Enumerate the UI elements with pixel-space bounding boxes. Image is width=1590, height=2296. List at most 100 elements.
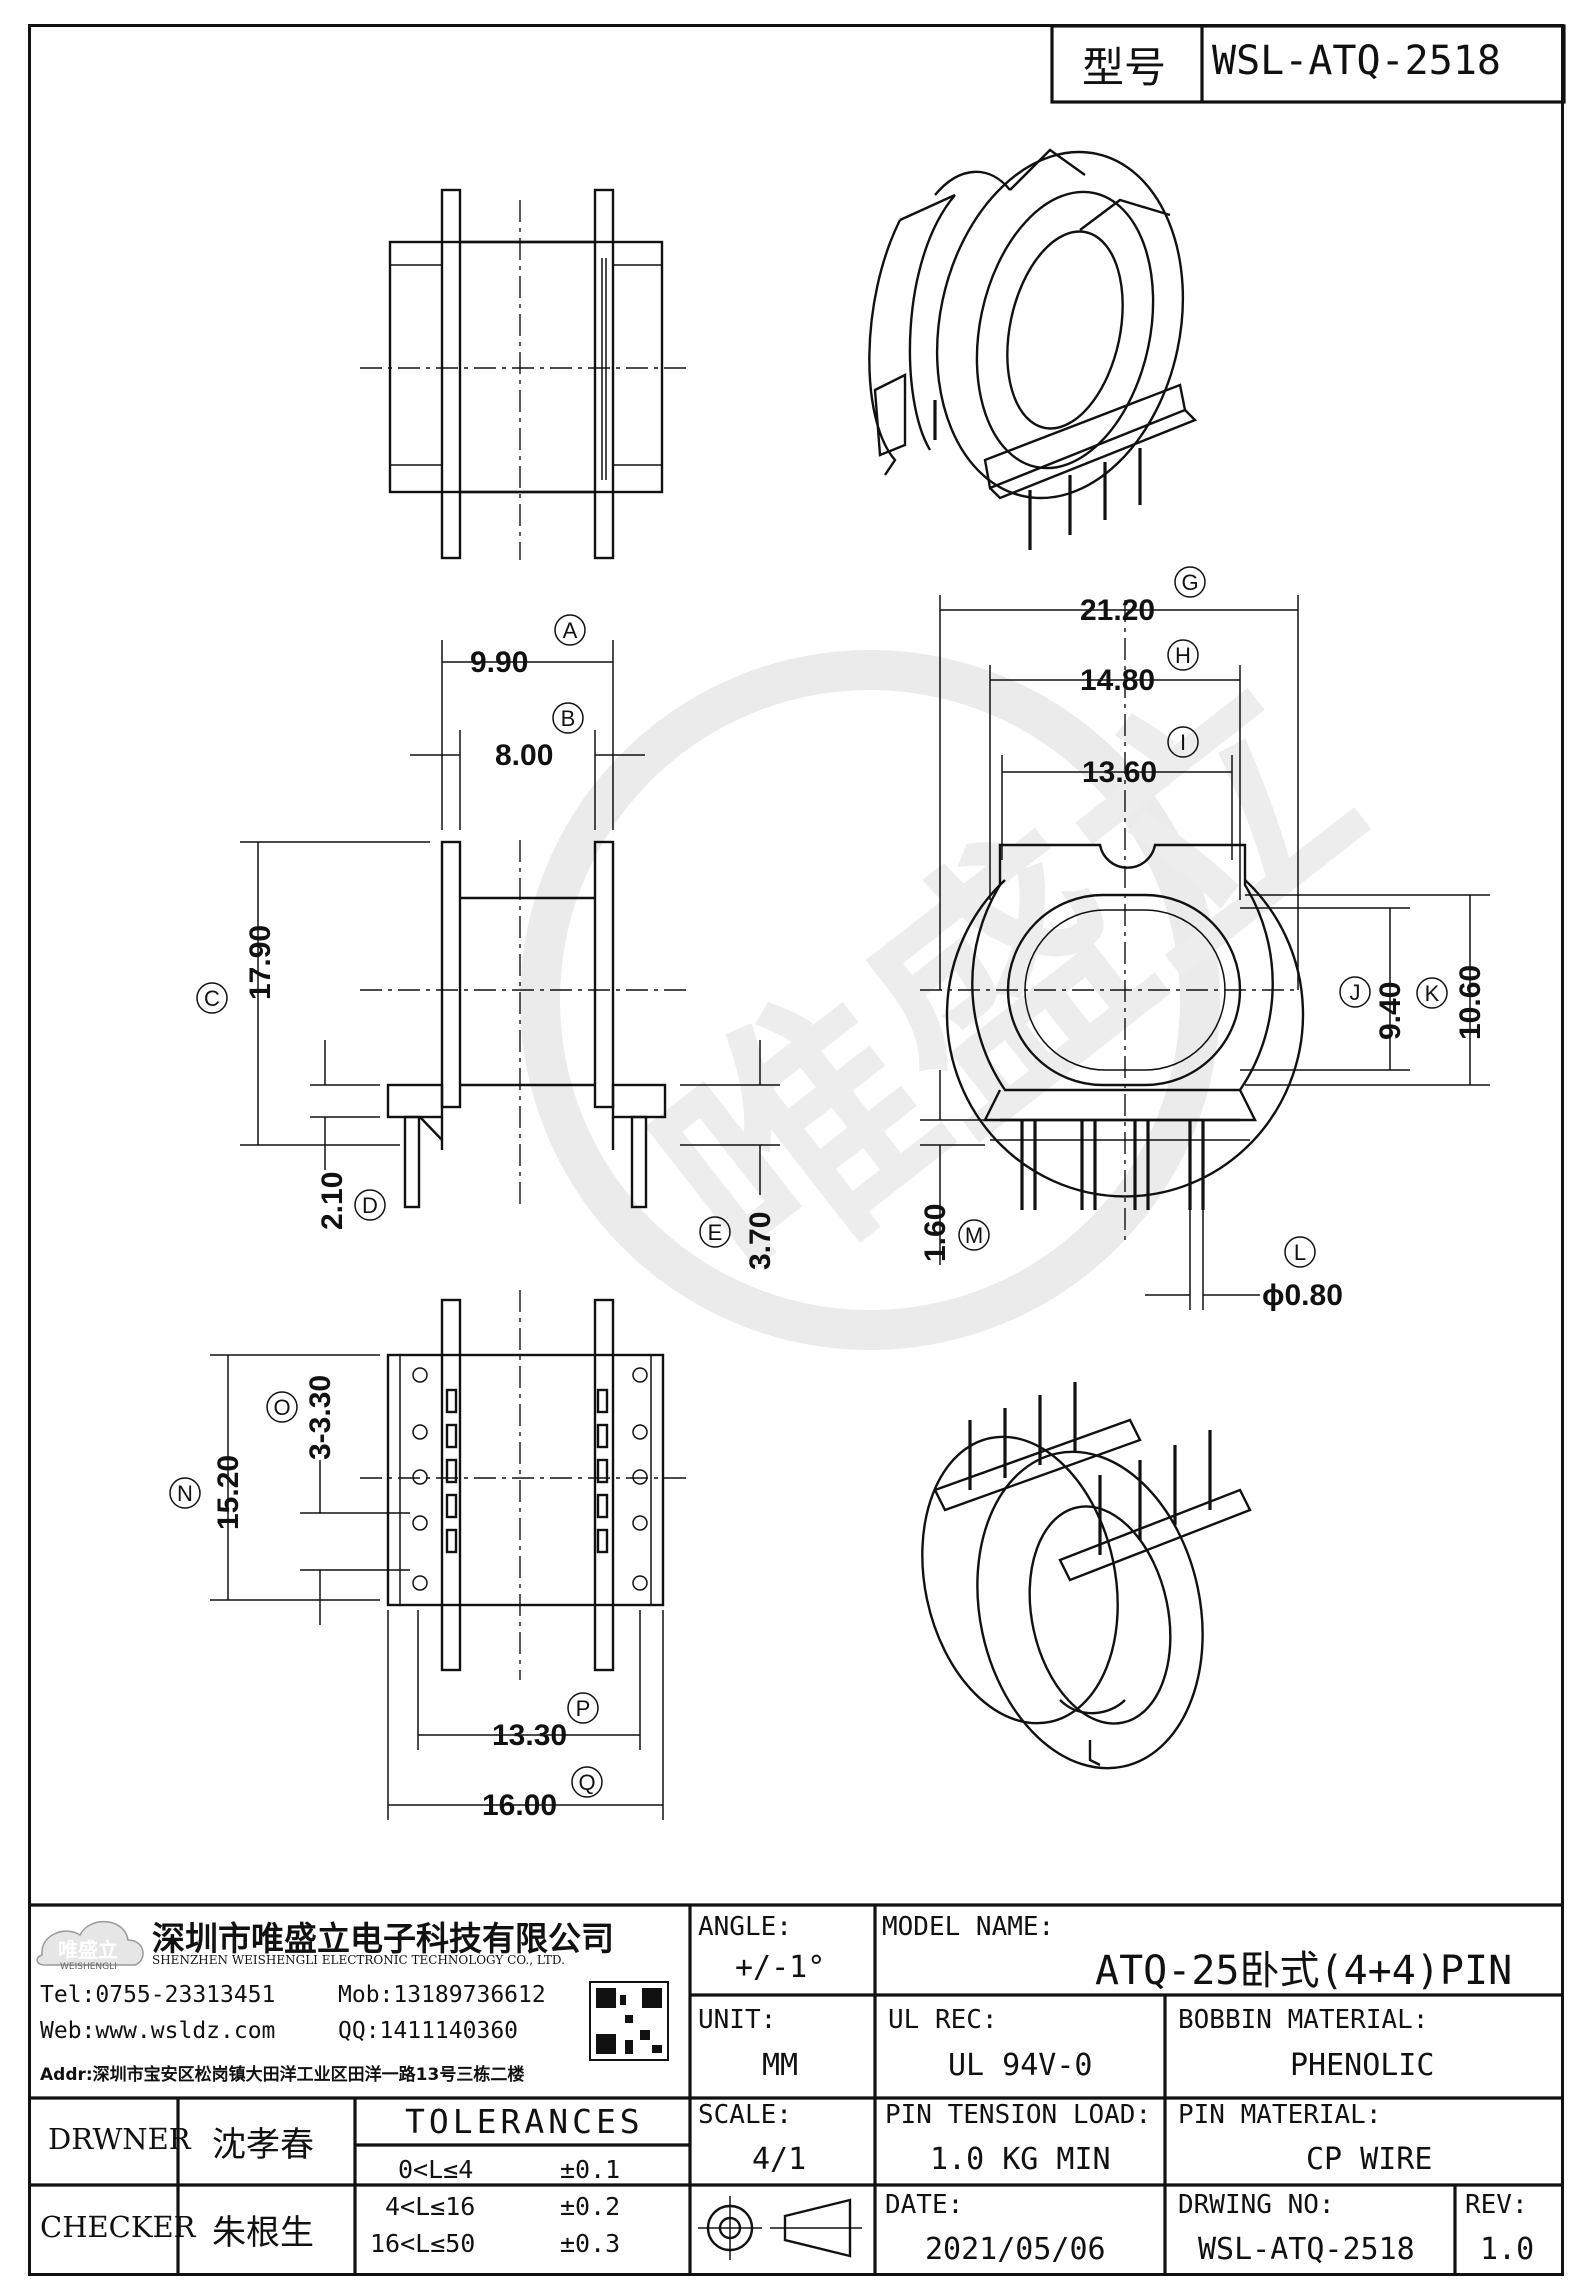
dim-id-n: N: [177, 1481, 193, 1506]
rev-value: 1.0: [1480, 2232, 1535, 2267]
drawer-value: 沈孝春: [212, 2125, 314, 2165]
dim-marker-i: [1167, 726, 1199, 758]
bobbin-label: BOBBIN MATERIAL:: [1178, 2005, 1429, 2035]
dim-value-b: 8.00: [495, 739, 553, 772]
type-label: 型号: [1082, 43, 1167, 92]
company-name-en: SHENZHEN WEISHENGLI ELECTRONIC TECHNOLOG…: [152, 1953, 565, 1967]
dim-marker-p: [567, 1692, 599, 1724]
dim-id-d: D: [362, 1193, 378, 1218]
dim-value-o: 3-3.30: [304, 1375, 337, 1460]
ul-value: UL 94V-0: [948, 2048, 1093, 2083]
dim-value-c: 17.90: [244, 925, 277, 1000]
dim-marker-c: [196, 982, 228, 1014]
bottom-view: [210, 1290, 690, 1820]
drwing-value: WSL-ATQ-2518: [1198, 2232, 1415, 2267]
dim-marker-d: [354, 1189, 386, 1221]
company-qq: QQ:1411140360: [338, 2018, 519, 2044]
model-label: MODEL NAME:: [882, 1912, 1055, 1942]
dim-value-d: 2.10: [316, 1172, 349, 1230]
dim-value-h: 14.80: [1080, 664, 1155, 697]
date-value: 2021/05/06: [925, 2232, 1106, 2267]
dim-marker-b: [552, 702, 584, 734]
company-web: Web:www.wsldz.com: [40, 2018, 276, 2044]
dim-id-m: M: [965, 1223, 983, 1248]
dim-id-l: L: [1294, 1240, 1306, 1265]
dim-value-l: ϕ0.80: [1262, 1279, 1343, 1312]
tol-row-1-tol: ±0.1: [560, 2155, 621, 2184]
dim-value-m: 1.60: [919, 1204, 952, 1262]
drwing-label: DRWING NO:: [1178, 2190, 1335, 2220]
dim-marker-h: [1167, 639, 1199, 671]
top-view: [360, 188, 690, 560]
pin-material-value: CP WIRE: [1306, 2142, 1433, 2177]
dim-marker-n: [169, 1477, 201, 1509]
tol-row-2-tol: ±0.2: [560, 2192, 621, 2221]
dim-id-o: O: [273, 1395, 290, 1420]
pin-tension-label: PIN TENSION LOAD:: [885, 2100, 1152, 2130]
type-value: WSL-ATQ-2518: [1212, 38, 1501, 84]
type-box: [1050, 24, 1566, 104]
dim-id-e: E: [708, 1220, 723, 1245]
dim-marker-j: [1339, 976, 1371, 1008]
tol-row-3-tol: ±0.3: [560, 2229, 621, 2258]
dim-id-p: P: [576, 1696, 591, 1721]
company-name-cn: 深圳市唯盛立电子科技有限公司: [152, 1919, 614, 1958]
company-logo-icon: [36, 1920, 144, 1966]
date-label: DATE:: [885, 2190, 964, 2220]
ul-label: UL REC:: [888, 2005, 998, 2035]
dim-id-a: A: [563, 618, 578, 643]
dim-marker-g: [1174, 566, 1206, 598]
dim-id-j: J: [1350, 980, 1361, 1005]
checker-label: CHECKER: [40, 2210, 196, 2244]
dim-marker-l: [1284, 1236, 1316, 1268]
drawing-sheet: [28, 24, 1564, 2276]
company-mob: Mob:13189736612: [338, 1982, 546, 2008]
dim-value-j: 9.40: [1374, 982, 1407, 1040]
dim-id-c: C: [204, 986, 220, 1011]
scale-value: 4/1: [752, 2142, 807, 2177]
front-view: [240, 640, 780, 1210]
dim-value-p: 13.30: [492, 1719, 567, 1752]
tol-row-1-range: 0<L≤4: [398, 2155, 474, 2184]
dim-marker-a: [554, 614, 586, 646]
dim-marker-m: [958, 1219, 990, 1251]
bobbin-value: PHENOLIC: [1290, 2048, 1435, 2083]
dim-marker-e: [699, 1216, 731, 1248]
unit-label: UNIT:: [698, 2005, 777, 2035]
dim-id-k: K: [1425, 981, 1440, 1006]
tol-row-2-range: 4<L≤16: [385, 2192, 476, 2221]
tolerances-label: TOLERANCES: [405, 2102, 644, 2141]
side-view: [920, 595, 1490, 1310]
title-block-grid: [28, 1903, 1564, 2276]
model-value: ATQ-25卧式(4+4)PIN: [1095, 1948, 1513, 1994]
projection-symbol-icon: [698, 2196, 862, 2260]
company-tel: Tel:0755-23313451: [40, 1982, 276, 2008]
dim-value-a: 9.90: [470, 646, 528, 679]
company-addr: Addr:深圳市宝安区松岗镇大田洋工业区田洋一路13号三栋二楼: [40, 2065, 525, 2085]
dim-marker-o: [266, 1391, 298, 1423]
dim-value-q: 16.00: [482, 1789, 557, 1822]
pin-tension-value: 1.0 KG MIN: [930, 2142, 1111, 2177]
checker-value: 朱根生: [212, 2213, 314, 2253]
dim-value-e: 3.70: [744, 1212, 777, 1270]
dim-id-g: G: [1181, 570, 1198, 595]
iso-view-top: [868, 148, 1198, 550]
qr-code-icon: [589, 1981, 669, 2061]
dim-marker-q: [571, 1766, 603, 1798]
dim-value-g: 21.20: [1080, 594, 1155, 627]
dim-id-q: Q: [578, 1770, 595, 1795]
angle-value: +/-1°: [735, 1950, 826, 1985]
rev-label: REV:: [1465, 2190, 1528, 2220]
scale-label: SCALE:: [698, 2100, 792, 2130]
dim-value-k: 10.60: [1454, 965, 1487, 1040]
logo-text: 唯盛立: [58, 1938, 118, 1962]
dim-value-n: 15.20: [212, 1455, 245, 1530]
dim-value-i: 13.60: [1082, 756, 1157, 789]
pin-material-label: PIN MATERIAL:: [1178, 2100, 1382, 2130]
drawer-label: DRWNER: [48, 2122, 191, 2156]
tol-row-3-range: 16<L≤50: [370, 2229, 476, 2258]
dim-id-i: I: [1180, 730, 1186, 755]
iso-view-bottom: [921, 1382, 1252, 1770]
dim-marker-k: [1416, 977, 1448, 1009]
